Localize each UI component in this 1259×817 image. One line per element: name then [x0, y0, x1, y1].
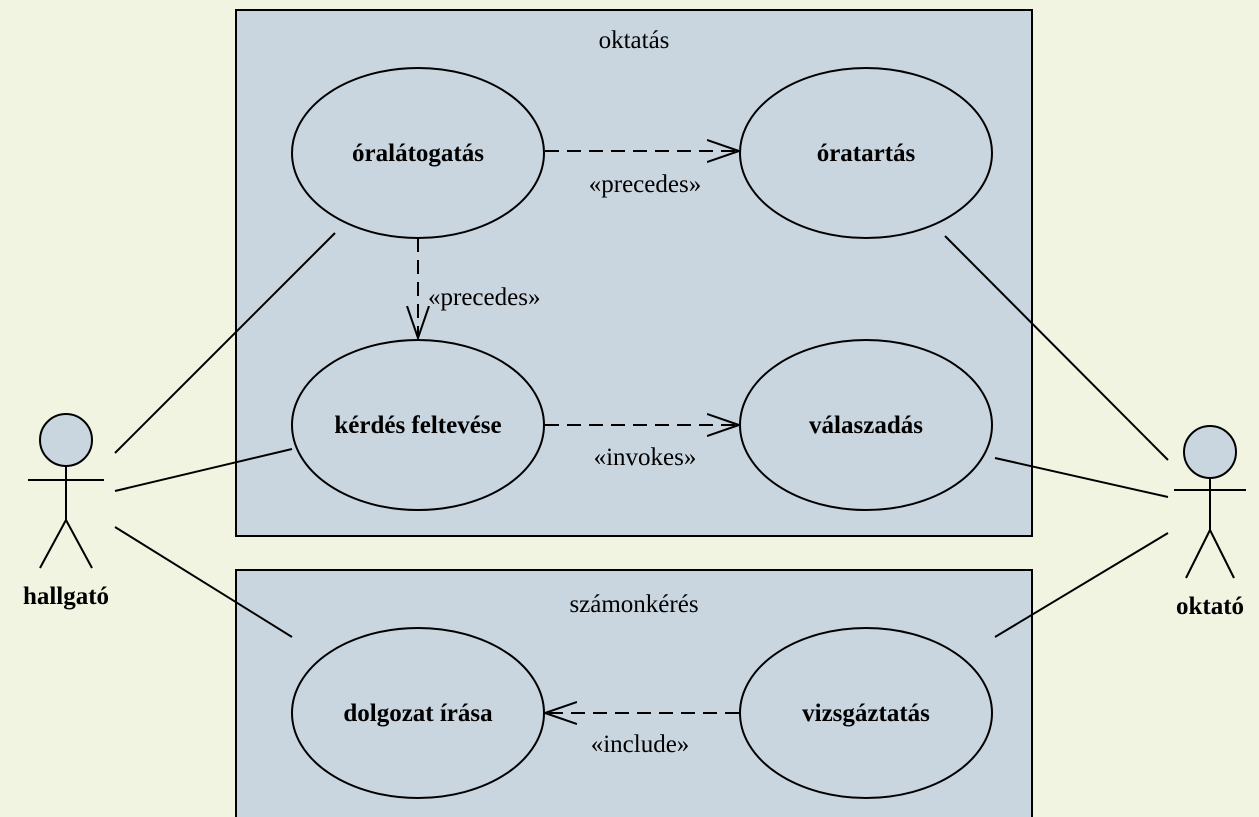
- stereotype-precedes-vertical: «precedes»: [428, 284, 540, 311]
- use-case-valaszadas: válaszadás: [739, 339, 993, 511]
- actor-hallgato: [28, 413, 104, 569]
- dependencies: [418, 151, 739, 713]
- use-case-kerdes-feltevese: kérdés feltevése: [291, 339, 545, 511]
- use-case-label: óralátogatás: [352, 140, 484, 167]
- use-case-oratartas: óratartás: [739, 67, 993, 239]
- assoc-hallgato-dolgozat: [114, 526, 293, 638]
- assoc-oktato-vizsgaztatas: [994, 532, 1169, 638]
- assoc-hallgato-oralatogatas: [114, 232, 336, 454]
- associations: [114, 232, 1169, 638]
- use-case-label: válaszadás: [809, 412, 923, 439]
- package-title-oktatas: oktatás: [599, 27, 670, 54]
- stereotype-include: «include»: [591, 731, 690, 758]
- stereotype-invokes: «invokes»: [594, 444, 697, 471]
- actor-label-hallgato: hallgató: [23, 583, 109, 610]
- use-case-dolgozat-irasa: dolgozat írása: [291, 627, 545, 799]
- assoc-oktato-valaszadas: [994, 457, 1169, 498]
- package-title-szamonkeres: számonkérés: [569, 591, 698, 618]
- actor-label-oktato: oktató: [1176, 593, 1244, 620]
- use-case-oralatogatas: óralátogatás: [291, 67, 545, 239]
- use-case-label: kérdés feltevése: [334, 412, 501, 439]
- use-case-label: dolgozat írása: [343, 700, 493, 727]
- use-case-vizsgaztatas: vizsgáztatás: [739, 627, 993, 799]
- stick-figure-icon: [1174, 425, 1246, 579]
- actor-oktato: [1174, 425, 1246, 579]
- assoc-hallgato-kerdes: [114, 448, 293, 492]
- use-case-label: óratartás: [817, 140, 916, 167]
- stick-figure-icon: [28, 413, 104, 569]
- stereotype-precedes-horizontal: «precedes»: [589, 171, 701, 198]
- assoc-oktato-oratartas: [944, 235, 1169, 461]
- use-case-label: vizsgáztatás: [802, 700, 930, 727]
